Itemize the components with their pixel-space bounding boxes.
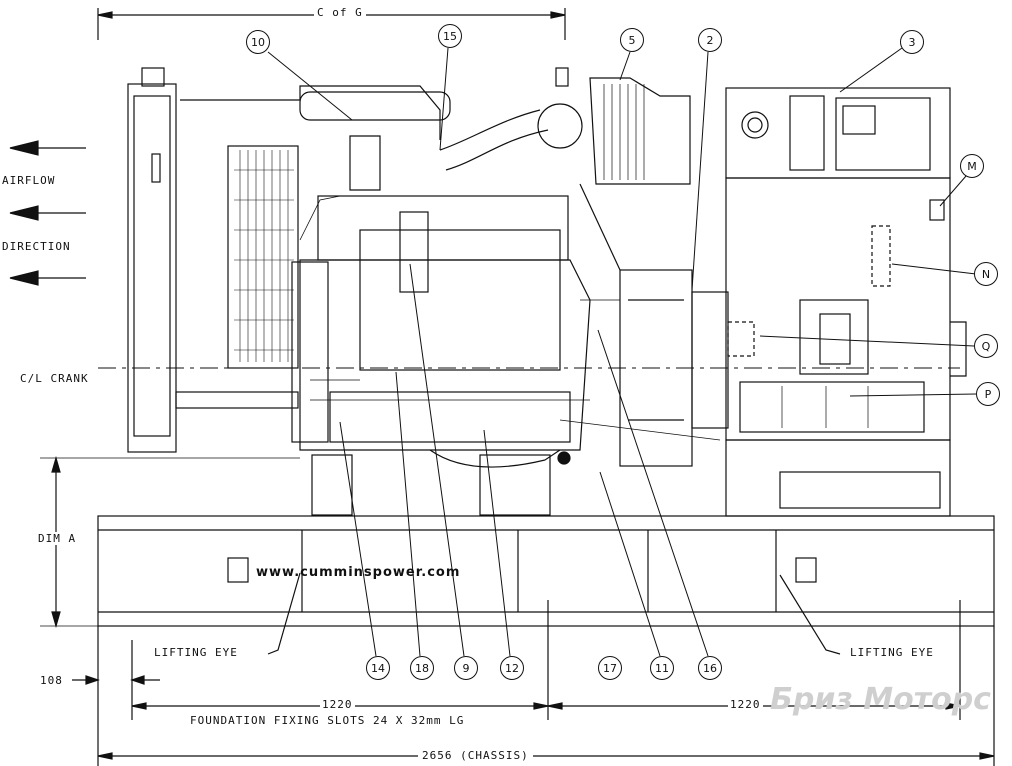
callout-12: 12 — [500, 656, 524, 680]
callout-18: 18 — [410, 656, 434, 680]
callout-17: 17 — [598, 656, 622, 680]
callout-n: N — [974, 262, 998, 286]
airflow-arrows — [9, 140, 86, 286]
control-box — [725, 87, 967, 517]
callout-p: P — [976, 382, 1000, 406]
callout-q: Q — [974, 334, 998, 358]
cog-label: C of G — [314, 6, 366, 19]
callout-16: 16 — [698, 656, 722, 680]
alternator — [559, 269, 729, 467]
engine-block — [180, 67, 691, 516]
callout-15: 15 — [438, 24, 462, 48]
callout-11: 11 — [650, 656, 674, 680]
callout-14: 14 — [366, 656, 390, 680]
callout-5: 5 — [620, 28, 644, 52]
callout-10: 10 — [246, 30, 270, 54]
callout-m: M — [960, 154, 984, 178]
foundation-label: FOUNDATION FIXING SLOTS 24 X 32mm LG — [190, 714, 465, 727]
radiator — [127, 67, 299, 453]
callout-2: 2 — [698, 28, 722, 52]
callout-3: 3 — [900, 30, 924, 54]
dim-a-label: DIM A — [38, 532, 77, 545]
lifting-eye-right-label: LIFTING EYE — [850, 646, 934, 659]
briz-motors-watermark: Бриз Моторс — [770, 682, 991, 717]
callout-leaders — [267, 47, 977, 657]
chassis-frame — [97, 515, 995, 655]
dim-1220-right-label: 1220 — [728, 698, 763, 711]
cummins-website-logo: www.cumminspower.com — [256, 565, 461, 580]
airflow-label: AIRFLOW — [2, 174, 56, 187]
chassis-label: 2656 (CHASSIS) — [418, 749, 533, 762]
direction-label: DIRECTION — [2, 240, 71, 253]
lifting-eye-left-label: LIFTING EYE — [154, 646, 238, 659]
dim-1220-left-label: 1220 — [320, 698, 355, 711]
callout-9: 9 — [454, 656, 478, 680]
dim-108-label: 108 — [40, 674, 63, 687]
dim-a-line — [40, 455, 300, 685]
crank-label: C/L CRANK — [20, 372, 89, 385]
